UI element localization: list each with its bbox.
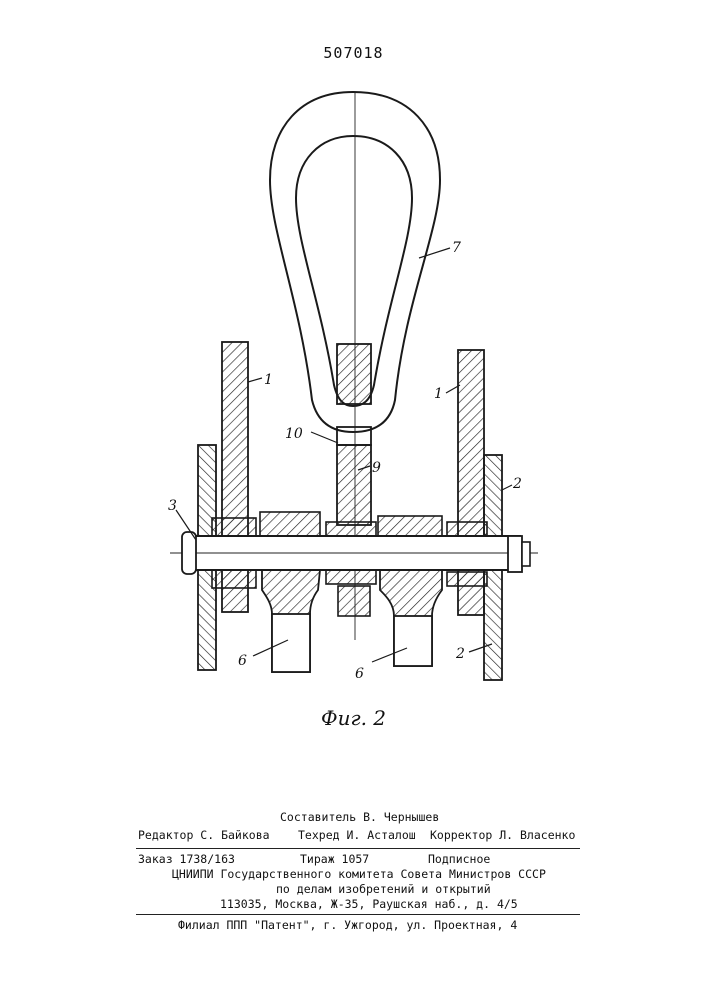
corrector-line: Корректор Л. Власенко [430,828,575,842]
label-3: 3 [168,498,177,514]
figure-caption: Фиг. 2 [0,706,707,730]
divider-top [136,848,580,849]
label-9: 9 [372,460,381,476]
axle-head [182,532,196,574]
compiler-line: Составитель В. Чернышев [280,810,439,824]
label-10: 10 [285,426,303,442]
link-part-9 [337,445,371,525]
label-1-right: 1 [434,386,443,402]
order-line: Заказ 1738/163 [138,852,235,866]
org-address-line: 113035, Москва, Ж-35, Раушская наб., д. … [220,897,518,911]
neck-part-10 [337,427,371,445]
org-line-2: по делам изобретений и открытий [276,882,491,896]
org-line-1: ЦНИИПИ Государственного комитета Совета … [172,867,546,881]
circulation-line: Тираж 1057 [300,852,369,866]
label-6-right: 6 [355,666,364,682]
techred-line: Техред И. Асталош [298,828,416,842]
branch-line: Филиал ППП "Патент", г. Ужгород, ул. Про… [178,918,517,932]
editor-line: Редактор С. Байкова [138,828,270,842]
label-2-bottom: 2 [455,646,465,662]
label-1-left: 1 [264,372,273,388]
subscription-line: Подписное [428,852,490,866]
label-6-left: 6 [238,653,247,669]
rope-section [337,344,371,404]
label-7: 7 [452,240,461,256]
label-2-top: 2 [512,476,522,492]
axle-nut [508,536,522,572]
divider-bottom [136,914,580,915]
